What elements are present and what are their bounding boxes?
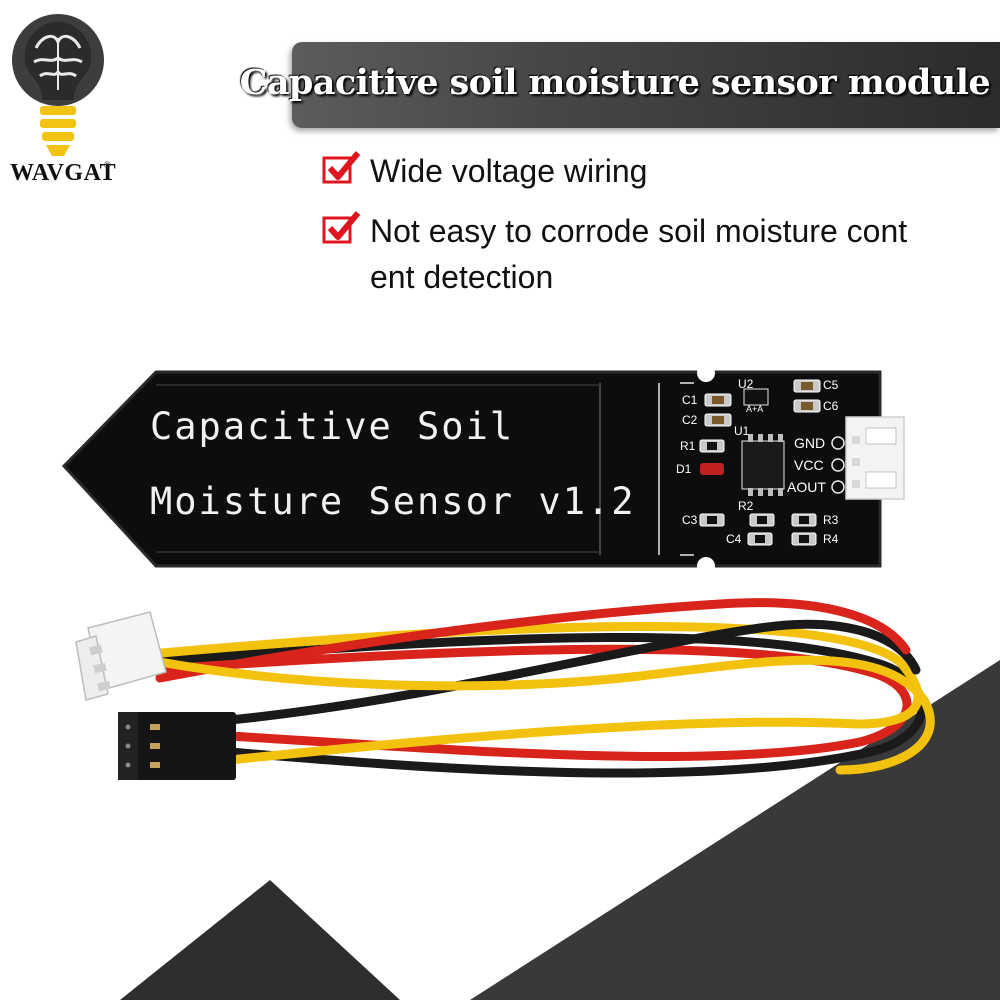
sensor-cable xyxy=(145,598,935,778)
pcb-label-line2: Moisture Sensor v1.2 xyxy=(150,480,636,523)
label-u1: U1 xyxy=(734,424,750,438)
label-r4: R4 xyxy=(823,532,839,546)
check-icon xyxy=(322,151,361,184)
feature-line: ent detection xyxy=(370,259,554,295)
feature-item: Wide voltage wiring xyxy=(322,148,982,194)
check-icon xyxy=(322,211,361,244)
label-u2: U2 xyxy=(738,377,754,391)
dupont-connector xyxy=(118,712,236,780)
background-triangle-left xyxy=(120,880,400,1000)
feature-list: Wide voltage wiring Not easy to corrode … xyxy=(322,148,982,314)
wire-yellow-upper xyxy=(155,655,935,775)
brand-logo xyxy=(6,8,110,198)
brand-name: WAVGAT xyxy=(10,160,117,186)
feature-line: Wide voltage wiring xyxy=(370,153,648,189)
wire-red-lower xyxy=(145,644,912,761)
label-r3: R3 xyxy=(823,513,839,527)
title-banner: Capacitive soil moisture sensor module xyxy=(240,42,1000,128)
lightbulb-brain-icon xyxy=(12,14,104,156)
label-c1: C1 xyxy=(682,393,698,407)
wire-black-upper xyxy=(225,619,921,725)
label-r1: R1 xyxy=(680,439,696,453)
wire-red-upper xyxy=(155,598,911,683)
sensor-board xyxy=(61,364,905,575)
ic-u1 xyxy=(741,440,785,490)
wire-yellow-lower xyxy=(145,622,923,765)
label-c4: C4 xyxy=(726,532,742,546)
pcb-label-line1: Capacitive Soil xyxy=(150,405,515,448)
feature-text: Not easy to corrode soil moisture cont e… xyxy=(370,208,907,300)
label-c2: C2 xyxy=(682,413,698,427)
label-c6: C6 xyxy=(823,399,839,413)
label-d1: D1 xyxy=(676,462,692,476)
product-title: Capacitive soil moisture sensor module xyxy=(239,62,991,103)
feature-text: Wide voltage wiring xyxy=(370,148,647,194)
pin-gnd-label: GND xyxy=(794,435,826,451)
pin-aout-label: AOUT xyxy=(787,479,826,495)
feature-line: Not easy to corrode soil moisture cont xyxy=(370,213,908,249)
jst-plug xyxy=(75,611,167,701)
label-u2-marking: A+A xyxy=(746,404,764,414)
diode-d1 xyxy=(700,463,724,475)
label-c5: C5 xyxy=(823,378,839,392)
pin-vcc-label: VCC xyxy=(794,457,824,473)
label-r2: R2 xyxy=(738,499,754,513)
registered-mark: ® xyxy=(104,160,111,170)
feature-item: Not easy to corrode soil moisture cont e… xyxy=(322,208,982,300)
background-triangle-right xyxy=(470,660,1000,1000)
pcb-body xyxy=(64,372,880,566)
label-c3: C3 xyxy=(682,513,698,527)
